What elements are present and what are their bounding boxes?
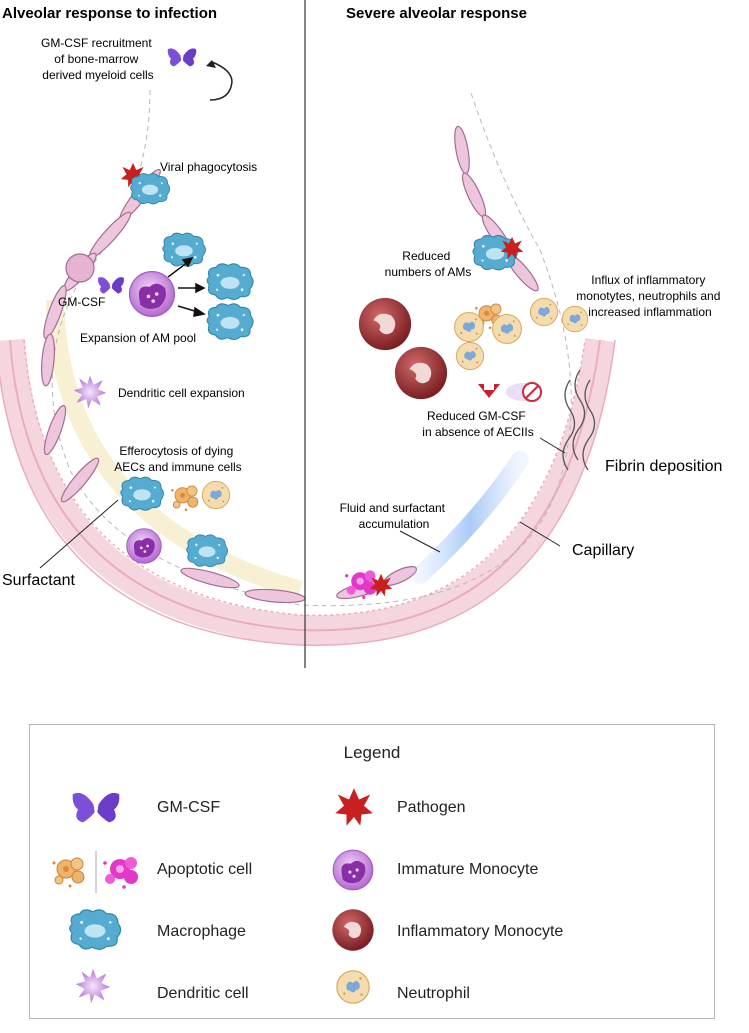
legend-dendritic-icon: [75, 968, 111, 1004]
legend-immature-monocyte-icon: [332, 849, 374, 891]
fibrin-strands: [562, 369, 596, 471]
macrophage-exp-3: [206, 303, 254, 341]
legend-label-inflammatory-monocyte: Inflammatory Monocyte: [397, 923, 564, 940]
neutrophil-r5: [455, 341, 485, 371]
macrophage-effero: [120, 476, 164, 511]
immature-monocyte-left: [128, 270, 176, 318]
reduced-gmcsf-icon: [478, 382, 542, 402]
expansion-arrows: [167, 256, 206, 317]
legend-apoptotic-icon: [52, 857, 85, 888]
right-panel-title: Severe alveolar response: [346, 5, 527, 22]
expansion-label: Expansion of AM pool: [80, 331, 196, 345]
influx-label: Influx of inflammatory monotytes, neutro…: [576, 273, 723, 319]
legend-apoptotic-pink-icon: [103, 857, 138, 889]
type-ii-aec: [65, 253, 95, 283]
legend-gmcsf-icon: [72, 792, 120, 823]
left-panel-title: Alveolar response to infection: [2, 5, 217, 22]
legend: Legend GM-CSF Apoptotic cell Macrophage …: [29, 724, 715, 1019]
gmcsf-recruitment-label: GM-CSF recruitment of bone-marrow derive…: [41, 36, 155, 82]
legend-label-gmcsf: GM-CSF: [157, 799, 221, 816]
legend-neutrophil-icon: [336, 970, 370, 1004]
macrophage-bottom: [186, 534, 228, 568]
alveolar-lining: [51, 89, 572, 607]
gmcsf-recruit-icon: [167, 48, 197, 67]
macrophage-exp-2: [206, 263, 254, 301]
legend-label-neutrophil: Neutrophil: [397, 985, 470, 1002]
macrophage-phago: [130, 173, 171, 205]
legend-label-dendritic: Dendritic cell: [157, 985, 249, 1002]
neutrophil-r2: [492, 314, 522, 344]
legend-label-immature-monocyte: Immature Monocyte: [397, 861, 539, 878]
legend-inflammatory-monocyte-icon: [332, 909, 374, 951]
legend-label-pathogen: Pathogen: [397, 799, 466, 816]
legend-label-macrophage: Macrophage: [157, 923, 246, 940]
leader-lines: [39, 437, 566, 569]
inflammatory-monocyte-1: [358, 297, 412, 351]
recruit-arrow: [209, 81, 233, 101]
immature-monocyte-effero: [126, 528, 162, 564]
legend-pathogen-icon: [335, 788, 373, 826]
fibrin-deposition-label: Fibrin deposition: [605, 458, 722, 475]
apoptotic-left: [170, 485, 199, 512]
neutrophil-left: [201, 480, 231, 510]
fluid-accumulation: [411, 451, 529, 584]
efferocytosis-label: Efferocytosis of dying AECs and immune c…: [114, 444, 241, 474]
capillary-wall: [0, 338, 616, 647]
legend-title: Legend: [343, 743, 401, 762]
surfactant-layer: [46, 299, 303, 599]
legend-macrophage-icon: [69, 909, 122, 950]
neutrophil-r1: [454, 312, 484, 342]
reduced-gmcsf-label: Reduced GM-CSF in absence of AECIIs: [422, 409, 533, 439]
capillary-label: Capillary: [572, 542, 634, 559]
neutrophil-r3: [529, 297, 559, 327]
fluid-label: Fluid and surfactant accumulation: [340, 501, 449, 531]
viral-phagocytosis-label: Viral phagocytosis: [160, 160, 257, 174]
reduced-ams-label: Reduced numbers of AMs: [385, 249, 472, 279]
neutrophil-r4: [561, 305, 589, 333]
recruit-arrowhead: [206, 60, 216, 68]
surfactant-label: Surfactant: [2, 572, 75, 589]
legend-label-apoptotic: Apoptotic cell: [157, 861, 253, 878]
gmcsf-left-icon: [98, 277, 124, 294]
gmcsf-label: GM-CSF: [58, 295, 105, 309]
dendritic-expansion-label: Dendritic cell expansion: [118, 386, 245, 400]
recruit-arrow-top: [211, 61, 233, 83]
inflammatory-monocyte-2: [394, 346, 448, 400]
legend-icons: [52, 788, 374, 1004]
